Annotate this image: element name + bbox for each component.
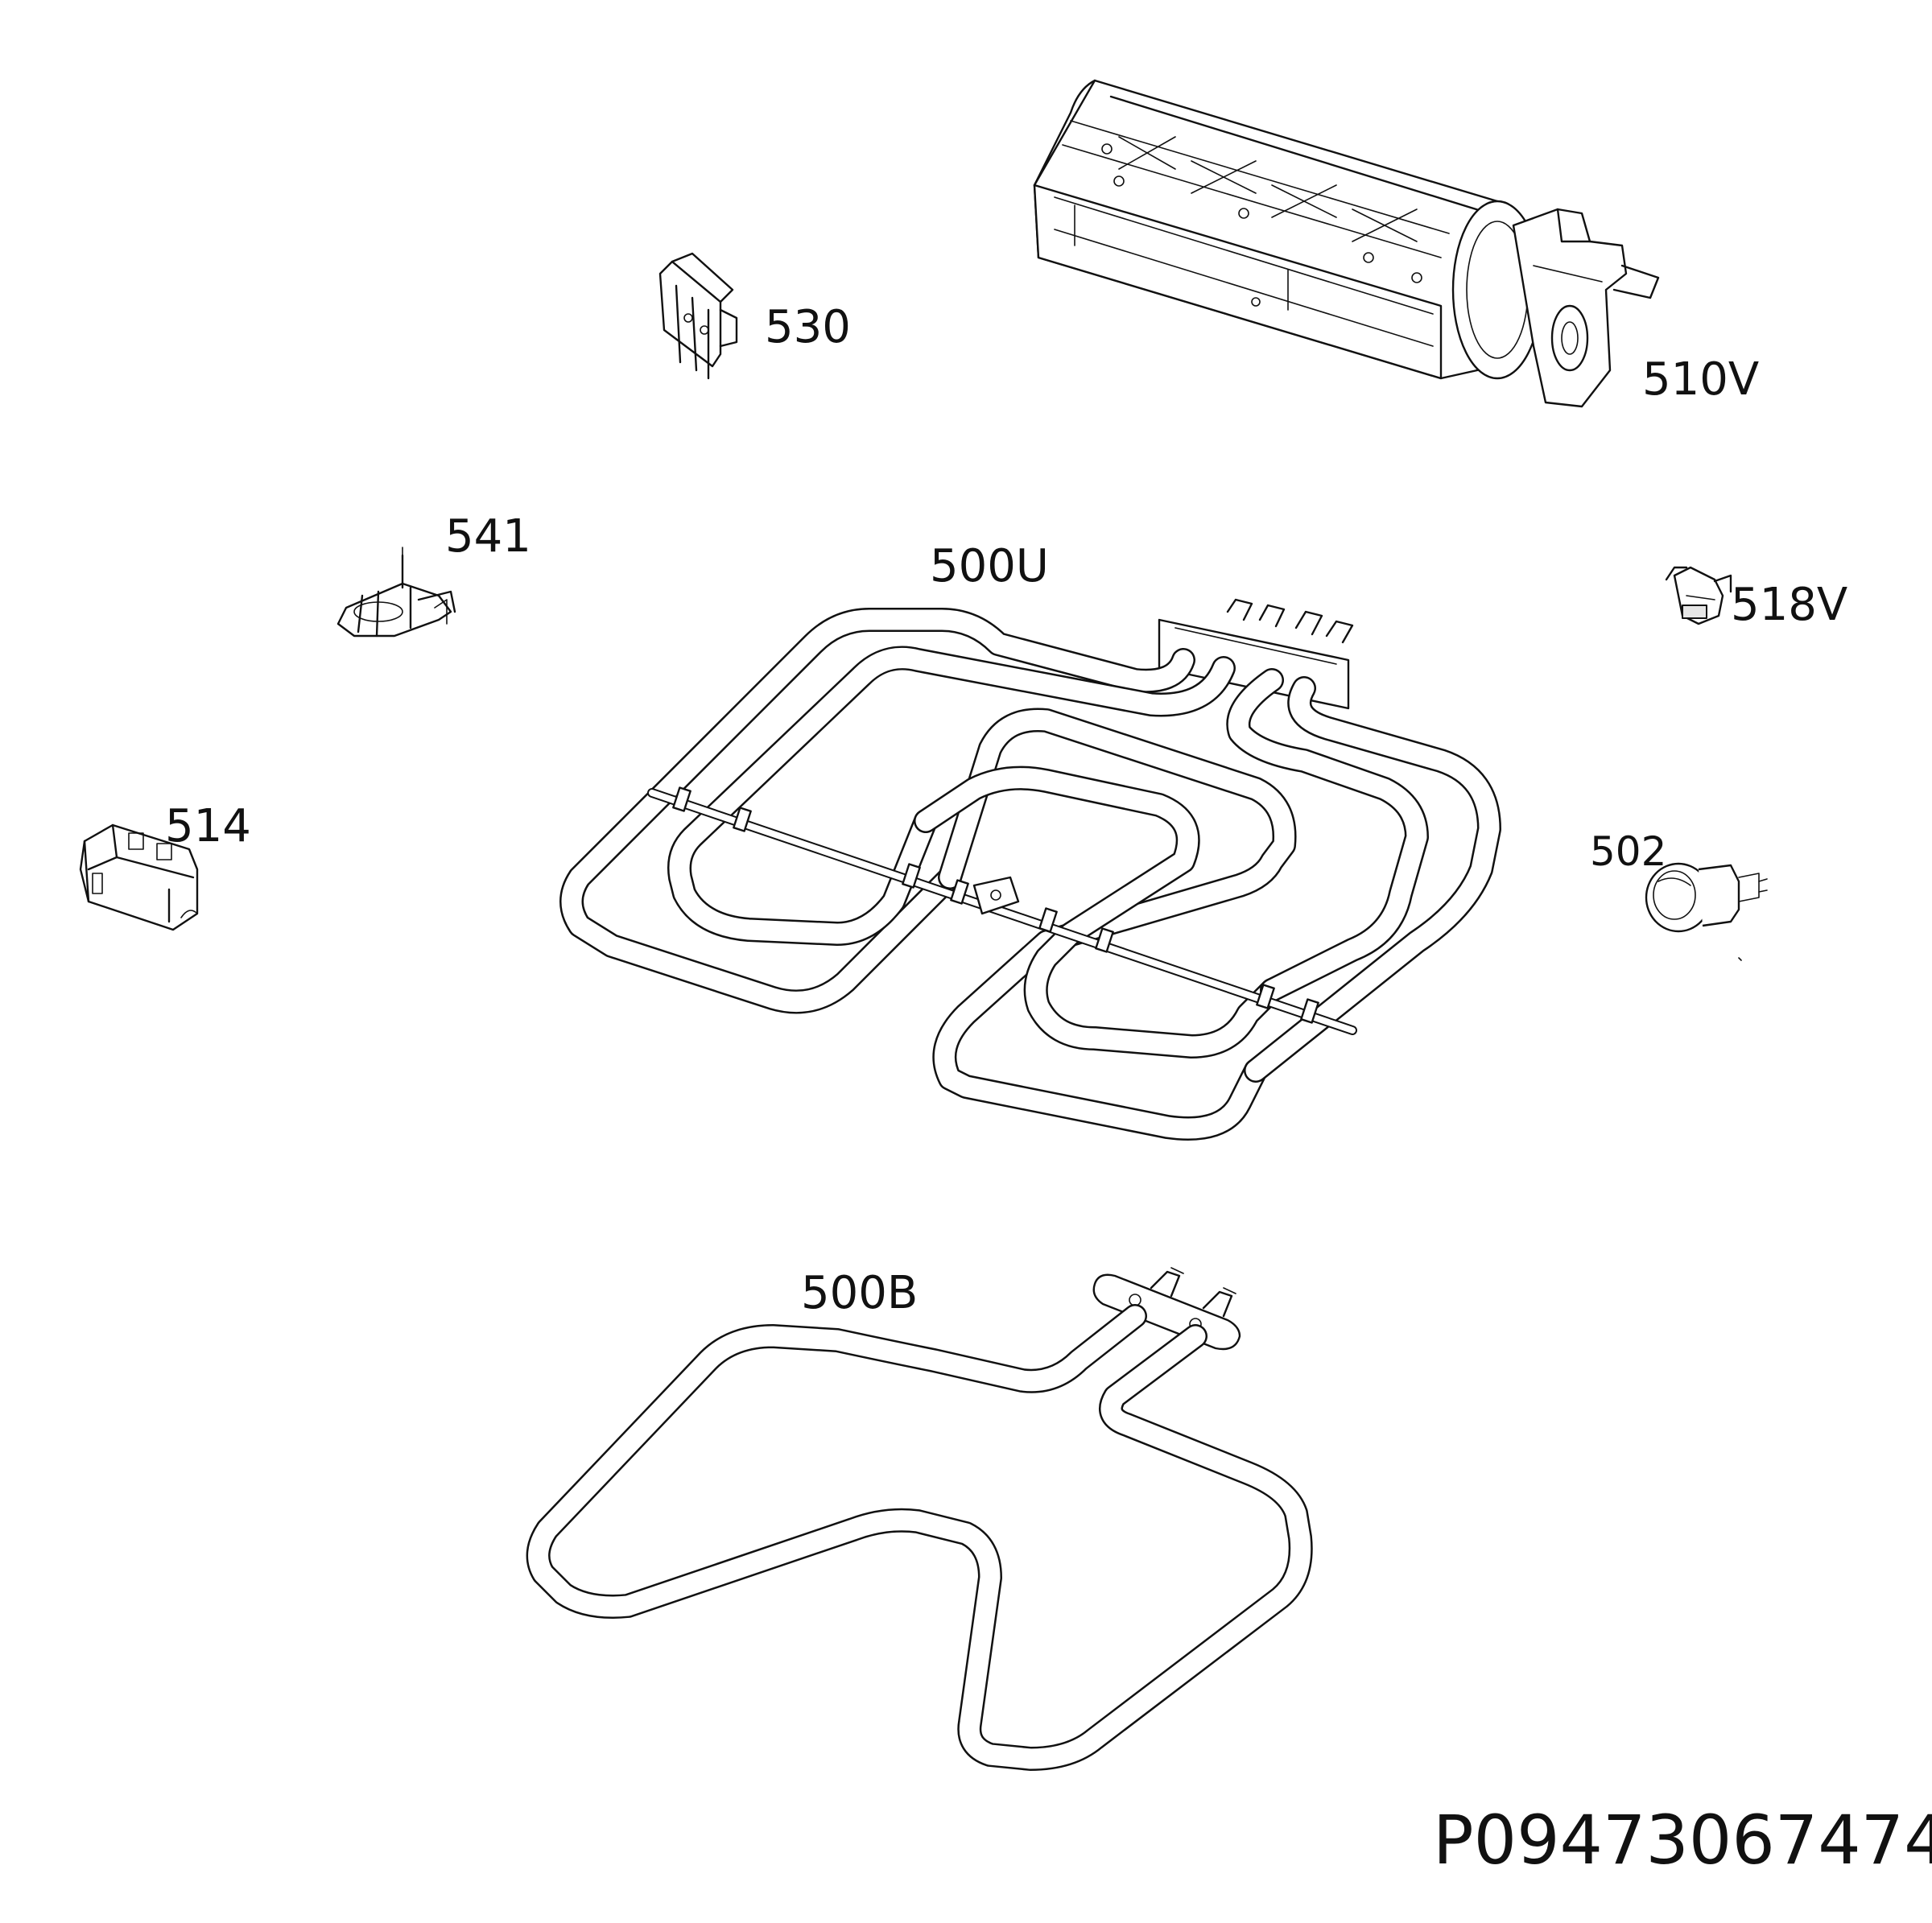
label-514: 514 [165,800,251,852]
heater-500u-tubes [559,608,1501,1141]
label-500u: 500U [930,540,1049,592]
part-500b-bottom-heater [526,1267,1313,1771]
label-541: 541 [445,510,531,563]
drawing-number: P09473067474 [1433,1801,1932,1880]
heater-500b-tube [526,1304,1313,1771]
part-514-terminal-block [79,823,199,931]
part-502-oven-lamp [1645,862,1768,961]
part-500u-upper-heater [559,598,1501,1141]
part-541-switch [336,547,456,638]
heater-500u-support-rod [647,788,1357,1035]
part-518v-thermostat [1665,566,1732,625]
label-530: 530 [765,301,851,353]
part-510v-tangential-fan [1033,79,1660,408]
label-510v: 510V [1642,353,1759,406]
label-502: 502 [1590,828,1666,875]
part-530-connector-block [658,252,738,380]
label-500b: 500B [801,1267,918,1319]
label-518v: 518V [1731,579,1847,631]
